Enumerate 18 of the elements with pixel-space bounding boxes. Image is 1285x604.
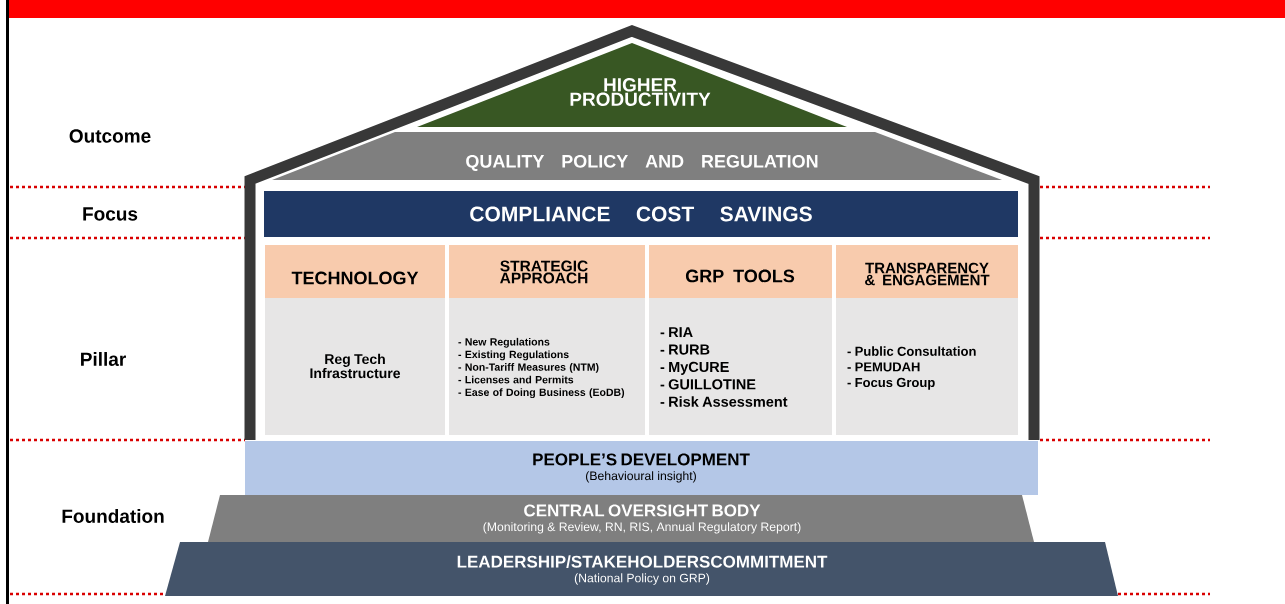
layer-label: Foundation	[62, 509, 164, 523]
pillar-header: STRATEGIC APPROACH	[449, 245, 645, 298]
layer-label: Pillar	[81, 352, 126, 366]
pillar-body: - Public Consultation - PEMUDAH - Focus Group	[836, 298, 1018, 435]
pillar-body: - New Regulations - Existing Regulations - Non-Tariff Measures (NTM) - Licenses and Permits - Ease of Doing Business (EoDB)	[449, 298, 645, 435]
pillar-body: Reg Tech Infrastructure	[265, 298, 445, 435]
pillar-header: GRP TOOLS	[649, 245, 832, 298]
layer-label: Focus	[83, 207, 138, 221]
roof-triangle: HIGHER PRODUCTIVITY	[417, 43, 847, 127]
layer-label: Outcome	[69, 129, 151, 143]
focus-banner: COMPLIANCE COST SAVINGS	[264, 191, 1018, 237]
foundation-band: LEADERSHIP/STAKEHOLDERSCOMMITMENT (National Policy on GRP)	[165, 542, 1118, 596]
foundation-band: PEOPLE’S DEVELOPMENT (Behavioural insight)	[245, 441, 1038, 495]
pillar-body: - RIA - RURB - MyCURE - GUILLOTINE - Risk Assessment	[649, 298, 832, 435]
roof-band: QUALITY POLICY AND REGULATION	[272, 132, 1002, 180]
pillar-header: TRANSPARENCY & ENGAGEMENT	[836, 245, 1018, 298]
foundation-band: CENTRAL OVERSIGHT BODY (Monitoring & Review, RN, RIS, Annual Regulatory Report)	[208, 495, 1034, 542]
pillar-header: TECHNOLOGY	[265, 245, 445, 298]
